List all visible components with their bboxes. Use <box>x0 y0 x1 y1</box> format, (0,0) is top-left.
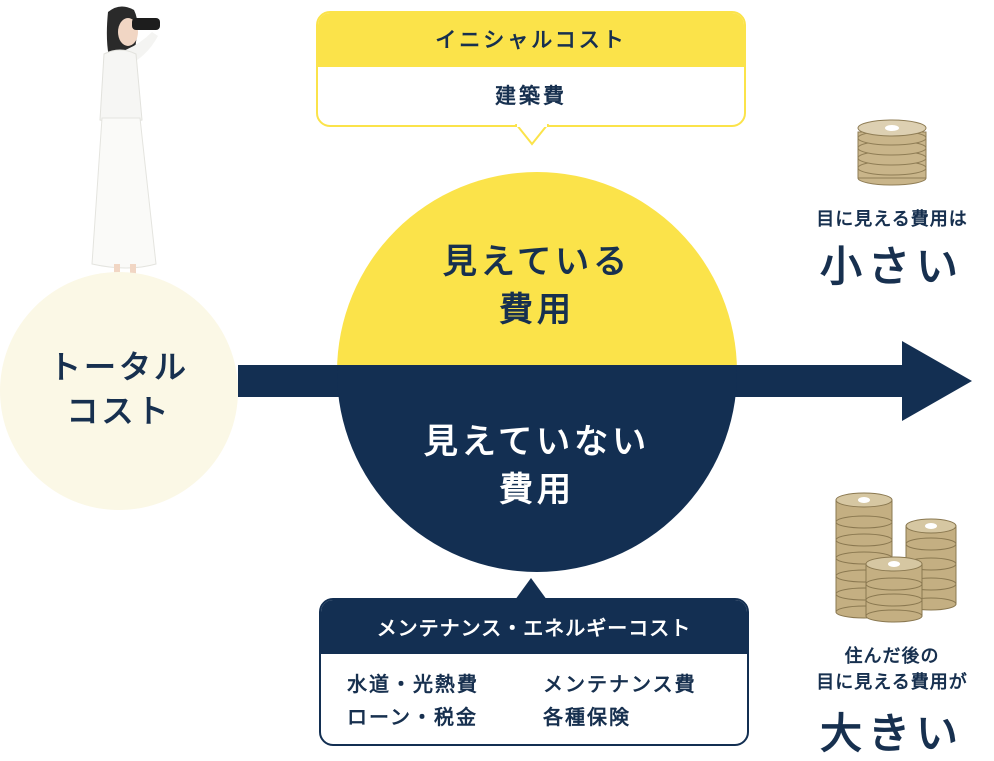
maintenance-cost-items: 水道・光熱費 メンテナンス費 ローン・税金 各種保険 <box>321 654 747 734</box>
visible-cost-label: 見えている 費用 <box>337 238 737 334</box>
initial-callout-pointer <box>514 124 550 146</box>
large-cost-caption-line1: 住んだ後の <box>790 644 994 670</box>
coin-stack-small-icon <box>848 112 938 186</box>
maintenance-callout-pointer <box>513 578 549 600</box>
initial-cost-callout: イニシャルコスト 建築費 <box>316 11 746 127</box>
large-cost-caption-line2: 目に見える費用が <box>790 670 994 696</box>
large-cost-caption: 住んだ後の 目に見える費用が <box>790 644 994 696</box>
small-cost-emphasis: 小さい <box>790 233 994 294</box>
maintenance-cost-item: ローン・税金 <box>347 701 543 734</box>
invisible-cost-line1: 見えていない <box>337 418 737 466</box>
maintenance-cost-callout: メンテナンス・エネルギーコスト 水道・光熱費 メンテナンス費 ローン・税金 各種… <box>319 598 749 746</box>
woman-with-binoculars-illustration <box>90 2 170 288</box>
total-cost-label: トータル コスト <box>0 345 238 433</box>
visible-cost-line2: 費用 <box>337 286 737 334</box>
coin-stack-large-icon <box>826 484 966 624</box>
invisible-cost-line2: 費用 <box>337 466 737 514</box>
small-cost-caption: 目に見える費用は <box>790 205 994 231</box>
maintenance-cost-row: 水道・光熱費 メンテナンス費 <box>347 668 747 701</box>
maintenance-cost-title: メンテナンス・エネルギーコスト <box>321 600 747 654</box>
maintenance-cost-item: メンテナンス費 <box>543 668 697 701</box>
visible-cost-line1: 見えている <box>337 238 737 286</box>
maintenance-cost-row: ローン・税金 各種保険 <box>347 701 747 734</box>
initial-cost-item: 建築費 <box>318 67 744 125</box>
total-cost-line1: トータル <box>0 345 238 389</box>
large-cost-emphasis: 大きい <box>790 700 994 761</box>
total-cost-line2: コスト <box>0 389 238 433</box>
maintenance-cost-item: 各種保険 <box>543 701 631 734</box>
initial-cost-title: イニシャルコスト <box>318 13 744 67</box>
invisible-cost-label: 見えていない 費用 <box>337 418 737 514</box>
maintenance-cost-item: 水道・光熱費 <box>347 668 543 701</box>
